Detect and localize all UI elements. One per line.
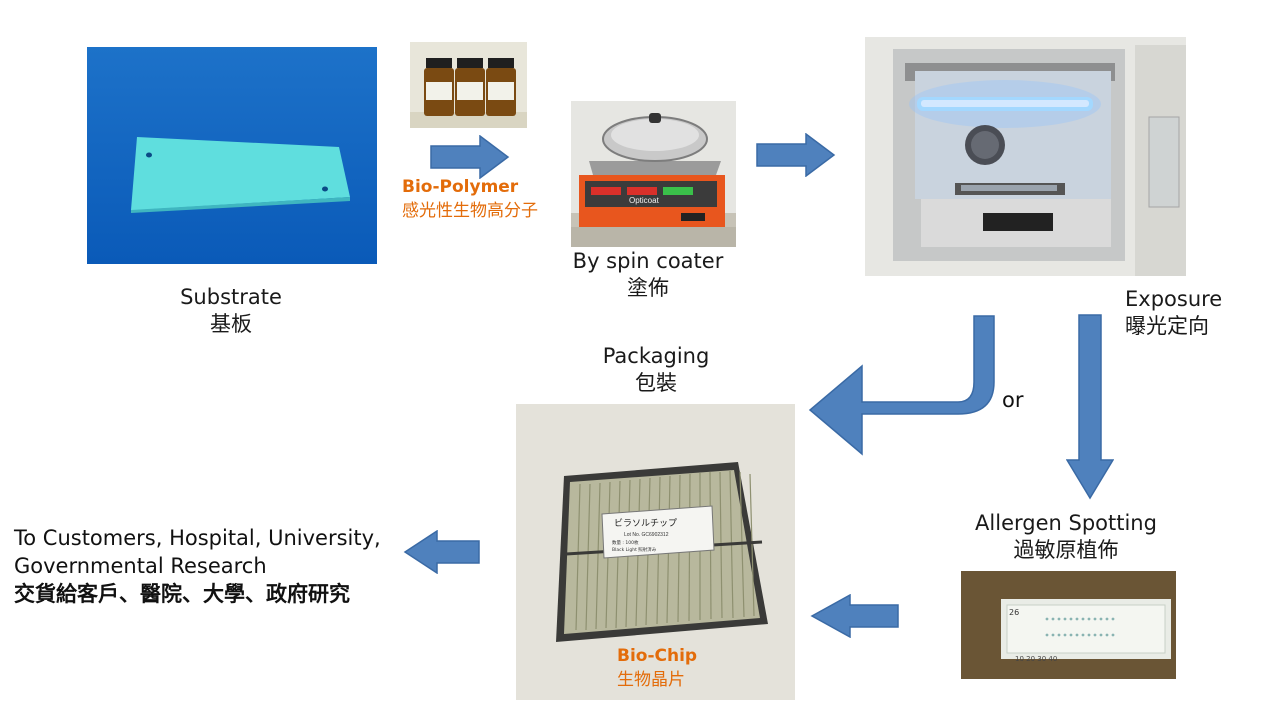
- chip-box-lot: Lot No. GC6902312: [624, 532, 669, 538]
- slide-number-top: 26: [1009, 608, 1019, 617]
- spin-caption: By spin coater 塗佈: [548, 248, 748, 302]
- substrate-label-zh: 基板: [210, 312, 252, 336]
- chip-box-title: ビラソルチップ: [614, 518, 677, 529]
- biopolymer-bottles-photo: [410, 42, 527, 128]
- chip-box-line2: Black Light 照射済み: [612, 546, 657, 553]
- substrate-label-en: Substrate: [180, 285, 282, 309]
- spotting-caption: Allergen Spotting 過敏原植佈: [956, 510, 1176, 564]
- customers-line2: Governmental Research: [14, 554, 267, 578]
- arrow-left-to-customers: [403, 530, 481, 574]
- exposure-label-en: Exposure: [1125, 287, 1223, 311]
- biopolymer-label-en: Bio-Polymer: [402, 177, 519, 197]
- biopolymer-caption: Bio-Polymer 感光性生物高分子: [402, 175, 562, 223]
- spin-label-zh: 塗佈: [627, 276, 669, 300]
- substrate-photo: [87, 47, 377, 264]
- arrow-right-biopolymer: [430, 135, 510, 179]
- spin-coater-photo: Opticoat: [571, 101, 736, 247]
- biochip-label-en: Bio-Chip: [617, 646, 698, 666]
- arrow-curved-to-packaging: [808, 314, 998, 456]
- arrow-down-to-spotting: [1066, 314, 1114, 500]
- or-label: or: [1002, 388, 1024, 412]
- spotted-slide-photo: 26 10 20 30 40: [961, 571, 1176, 679]
- substrate-caption: Substrate 基板: [131, 284, 331, 338]
- packaging-label-zh: 包裝: [635, 371, 677, 395]
- arrow-left-to-biochip: [810, 594, 900, 638]
- chip-box-line1: 数量 : 100枚: [612, 539, 639, 546]
- spin-label-en: By spin coater: [572, 249, 724, 273]
- biochip-box-photo: ビラソルチップ Lot No. GC6902312 数量 : 100枚 Blac…: [516, 404, 795, 700]
- customers-caption: To Customers, Hospital, University, Gove…: [14, 524, 399, 608]
- slide-number-bottom: 10 20 30 40: [1015, 655, 1057, 663]
- spotting-label-zh: 過敏原植佈: [1013, 538, 1119, 562]
- arrow-right-to-exposure: [756, 133, 836, 177]
- spin-coater-brand-text: Opticoat: [629, 196, 660, 205]
- exposure-chamber-photo: [865, 37, 1186, 276]
- biochip-label-zh: 生物晶片: [617, 670, 685, 690]
- packaging-label-en: Packaging: [602, 344, 710, 368]
- exposure-label-zh: 曝光定向: [1125, 314, 1209, 338]
- exposure-caption: Exposure 曝光定向: [1095, 286, 1280, 340]
- spotting-label-en: Allergen Spotting: [975, 511, 1157, 535]
- biopolymer-label-zh: 感光性生物高分子: [402, 201, 538, 221]
- biochip-caption: Bio-Chip 生物晶片: [617, 644, 717, 692]
- packaging-caption: Packaging 包裝: [556, 343, 756, 397]
- customers-line1: To Customers, Hospital, University,: [14, 526, 381, 550]
- customers-zh: 交貨給客戶、醫院、大學、政府研究: [14, 582, 350, 606]
